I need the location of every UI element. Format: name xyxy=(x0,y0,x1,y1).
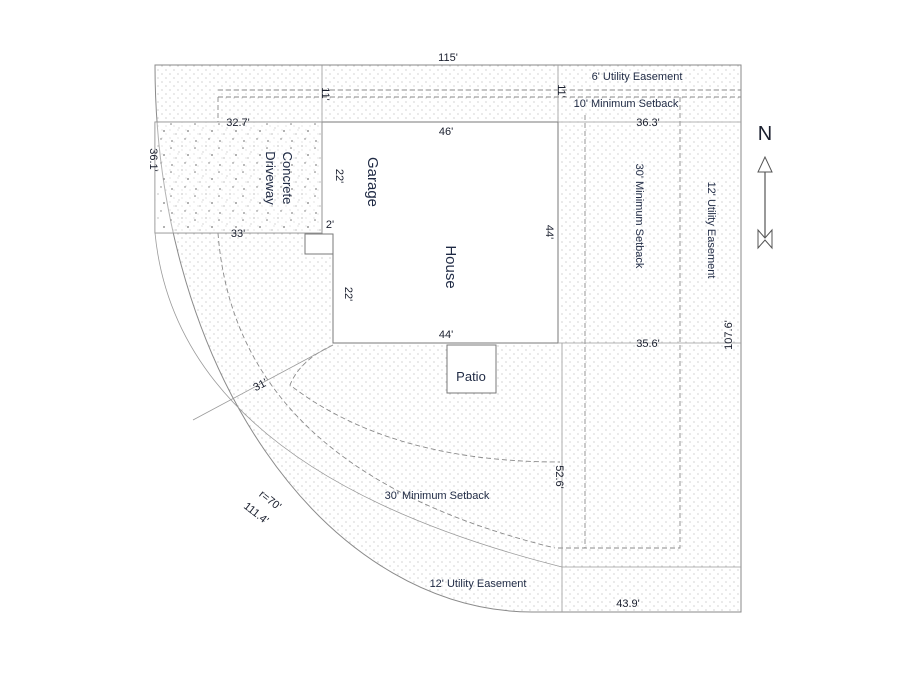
south-easement-label: 12' Utility Easement xyxy=(430,578,527,590)
dim-garage-side: 22' xyxy=(333,169,345,183)
dim-house-bottom: 44' xyxy=(439,329,453,341)
dim-house-right: 44' xyxy=(543,225,555,239)
dim-driveway-bottom: 33' xyxy=(231,228,245,240)
dimension-lines xyxy=(155,65,741,612)
dim-11-right: 11' xyxy=(555,84,567,98)
dim-notch: 2' xyxy=(326,219,334,231)
curve-setback-line xyxy=(217,232,556,549)
dim-11-left: 11' xyxy=(319,87,331,101)
dim-south-offset: 52.6' xyxy=(553,465,565,489)
east-setback-line xyxy=(555,97,681,549)
north-easement-label: 6' Utility Easement xyxy=(592,71,683,83)
dim-curve-offset: 31' xyxy=(251,377,269,394)
notch-square xyxy=(304,233,334,255)
east-setback-label: 30' Minimum Setback xyxy=(633,164,645,269)
north-setback-label: 10' Minimum Setback xyxy=(574,98,679,110)
east-easement-label: 12' Utility Easement xyxy=(705,182,717,279)
dim-driveway-top: 32.7' xyxy=(226,117,250,129)
dim-house-left-lower: 22' xyxy=(342,287,354,301)
dim-house-top: 46' xyxy=(439,126,453,138)
inner-curve-setback-line xyxy=(289,344,561,463)
garage-label: Garage xyxy=(364,157,381,207)
house-label: House xyxy=(442,245,459,288)
dim-front-width: 115' xyxy=(438,52,458,64)
dim-east-offset-bottom: 35.6' xyxy=(636,338,660,350)
north-setback-line xyxy=(217,96,741,122)
inner-curve-line xyxy=(154,232,741,568)
dim-south-side: 43.9' xyxy=(616,598,640,610)
dim-east-offset-top: 36.3' xyxy=(636,117,660,129)
dim-east-side: 107.6' xyxy=(723,320,735,350)
house-footprint xyxy=(321,121,559,344)
svg-text:N: N xyxy=(758,123,772,145)
dim-west-side: 36.1' xyxy=(147,148,159,172)
north-arrow-icon: N xyxy=(757,123,773,250)
curve-setback-label: 30' Minimum Setback xyxy=(385,490,490,502)
driveway-label-line1: Concrete xyxy=(280,152,295,205)
patio-label: Patio xyxy=(456,369,486,384)
driveway-label-line2: Driveway xyxy=(263,151,278,205)
patio xyxy=(446,344,497,394)
